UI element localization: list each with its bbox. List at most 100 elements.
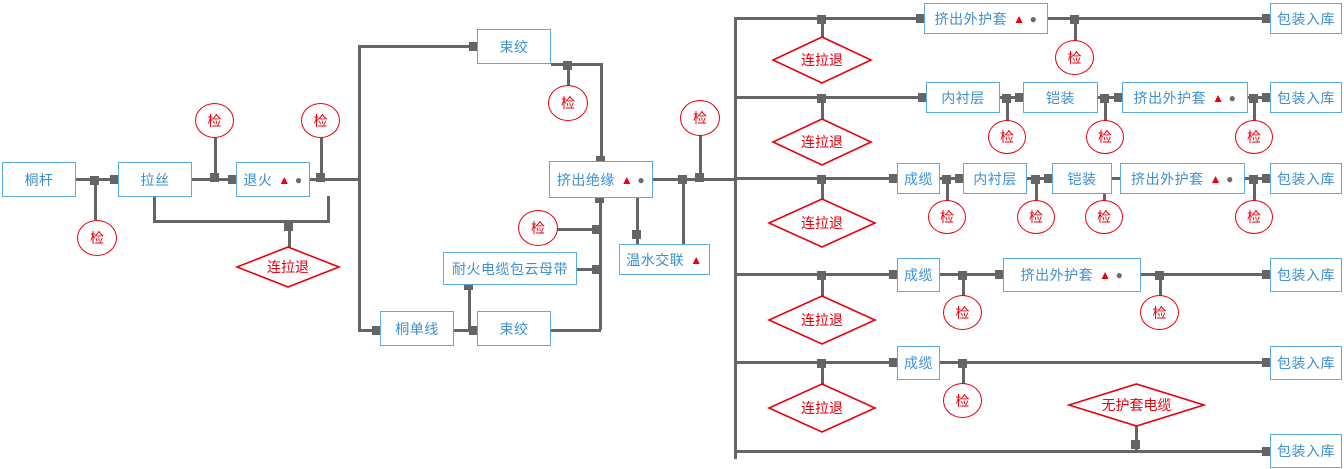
inspection-node[interactable]: 检	[943, 383, 982, 418]
node-label: 包装入库	[1277, 170, 1335, 187]
diamond-shape	[767, 295, 877, 345]
connector-cap	[817, 359, 826, 368]
inspection-node[interactable]: 检	[548, 85, 588, 121]
node-r2-neichenceng[interactable]: 内衬层	[926, 82, 1000, 113]
inspection-node[interactable]: 检	[1085, 200, 1123, 234]
connector	[636, 197, 639, 244]
decision-label: 连拉退	[801, 215, 843, 231]
inspection-label: 检	[1097, 209, 1111, 225]
node-lasi[interactable]: 拉丝	[118, 162, 192, 197]
node-r2-jichu-waihutao[interactable]: 挤出外护套 ▲●	[1122, 82, 1248, 113]
node-tongdanxian[interactable]: 桐单线	[380, 311, 454, 346]
node-shujiao-top[interactable]: 束绞	[477, 29, 551, 64]
node-tuihuo[interactable]: 退火 ▲●	[236, 162, 310, 197]
node-r5-chenglan[interactable]: 成缆	[897, 346, 940, 380]
inspection-node[interactable]: 检	[1235, 200, 1273, 234]
connector-cap	[1262, 174, 1271, 183]
connector	[821, 96, 824, 120]
inspection-label: 检	[207, 112, 222, 129]
node-label: 桐单线	[395, 320, 439, 337]
inspection-node[interactable]: 检	[1017, 200, 1055, 234]
node-tonggan[interactable]: 桐杆	[2, 162, 76, 197]
node-jichu-jueyuan[interactable]: 挤出绝缘 ▲●	[549, 161, 653, 198]
connector	[1006, 96, 1009, 126]
inspection-node[interactable]: 检	[195, 103, 234, 138]
inspection-node[interactable]: 检	[77, 220, 117, 256]
connector-cap	[228, 175, 237, 184]
connector-cap	[1249, 175, 1258, 184]
node-label: 束绞	[499, 320, 529, 337]
decision-node[interactable]: 连拉退	[234, 246, 342, 288]
node-r3-jichu-waihutao[interactable]: 挤出外护套 ▲●	[1120, 163, 1245, 194]
connector-cap	[678, 175, 687, 184]
circle-icon: ●	[1226, 171, 1234, 186]
decision-label: 连拉退	[267, 259, 309, 275]
connector	[454, 329, 477, 332]
node-r1-baozhuang-ruku[interactable]: 包装入库	[1270, 3, 1342, 34]
connector-cap	[595, 194, 604, 203]
node-r3-kaizhuang[interactable]: 铠装	[1052, 163, 1112, 194]
branch-row-3	[734, 177, 897, 180]
connector	[653, 178, 735, 181]
node-r3-neichenceng[interactable]: 内衬层	[963, 163, 1027, 194]
inspection-node[interactable]: 检	[943, 295, 982, 330]
decision-node-wuhutao[interactable]: 无护套电缆	[1066, 383, 1207, 427]
inspection-node[interactable]: 检	[928, 200, 966, 234]
diamond-shape	[767, 198, 877, 248]
connector	[557, 228, 601, 231]
connector-cap	[958, 271, 967, 280]
node-label: 拉丝	[140, 171, 170, 188]
inspection-node[interactable]: 检	[301, 103, 340, 138]
inspection-node[interactable]: 检	[988, 120, 1026, 154]
connector-cap	[1002, 94, 1011, 103]
node-label: 耐火电缆包云母带	[452, 260, 568, 277]
connector-cap	[464, 281, 473, 290]
inspection-label: 检	[1029, 209, 1043, 225]
inspection-node[interactable]: 检	[1235, 120, 1273, 154]
main-bus	[734, 17, 737, 459]
node-r4-chenglan[interactable]: 成缆	[897, 258, 940, 292]
decision-node[interactable]: 连拉退	[767, 295, 877, 345]
node-label: 桐杆	[24, 171, 54, 188]
decision-node[interactable]: 连拉退	[767, 383, 877, 433]
node-r1-jichu-waihutao[interactable]: 挤出外护套 ▲●	[924, 3, 1048, 34]
node-r3-chenglan[interactable]: 成缆	[897, 163, 940, 194]
triangle-icon: ▲	[690, 252, 703, 267]
node-r2-baozhuang-ruku[interactable]: 包装入库	[1270, 82, 1342, 113]
node-markers: ▲●	[1210, 173, 1234, 185]
inspection-label: 检	[1098, 129, 1112, 145]
inspection-label: 检	[940, 209, 954, 225]
inspection-node[interactable]: 检	[1055, 40, 1094, 75]
connector	[1074, 17, 1077, 46]
decision-node[interactable]: 连拉退	[771, 118, 873, 166]
inspection-label: 检	[1067, 49, 1082, 66]
node-r3-baozhuang-ruku[interactable]: 包装入库	[1270, 163, 1342, 194]
connector	[1035, 177, 1038, 206]
decision-node[interactable]: 连拉退	[771, 36, 873, 84]
connector-cap	[469, 42, 478, 51]
inspection-node[interactable]: 检	[1140, 295, 1179, 330]
inspection-label: 检	[1000, 129, 1014, 145]
node-wenshui-jiaolian[interactable]: 温水交联 ▲	[619, 244, 710, 275]
node-naihuo-yunmudai[interactable]: 耐火电缆包云母带	[443, 252, 577, 285]
branch-row-4	[734, 273, 897, 276]
inspection-node[interactable]: 检	[518, 210, 558, 246]
branch-row-5	[734, 361, 897, 364]
node-r4-baozhuang-ruku[interactable]: 包装入库	[1270, 258, 1342, 292]
decision-node[interactable]: 连拉退	[767, 198, 877, 248]
node-label: 束绞	[499, 38, 529, 55]
node-r6-baozhuang-ruku[interactable]: 包装入库	[1270, 434, 1342, 468]
connector-cap	[210, 173, 219, 182]
inspection-node[interactable]: 检	[1086, 120, 1124, 154]
connector-cap	[316, 173, 325, 182]
inspection-node[interactable]: 检	[680, 100, 720, 136]
node-r5-baozhuang-ruku[interactable]: 包装入库	[1270, 346, 1342, 380]
node-markers: ▲●	[1212, 92, 1236, 104]
node-r2-kaizhuang[interactable]: 铠装	[1023, 82, 1098, 113]
node-shujiao-bottom[interactable]: 束绞	[477, 311, 551, 346]
node-r4-jichu-waihutao[interactable]: 挤出外护套 ▲●	[1003, 258, 1141, 292]
connector-cap	[918, 93, 927, 102]
connector-cap	[1249, 94, 1258, 103]
connector	[468, 284, 471, 329]
